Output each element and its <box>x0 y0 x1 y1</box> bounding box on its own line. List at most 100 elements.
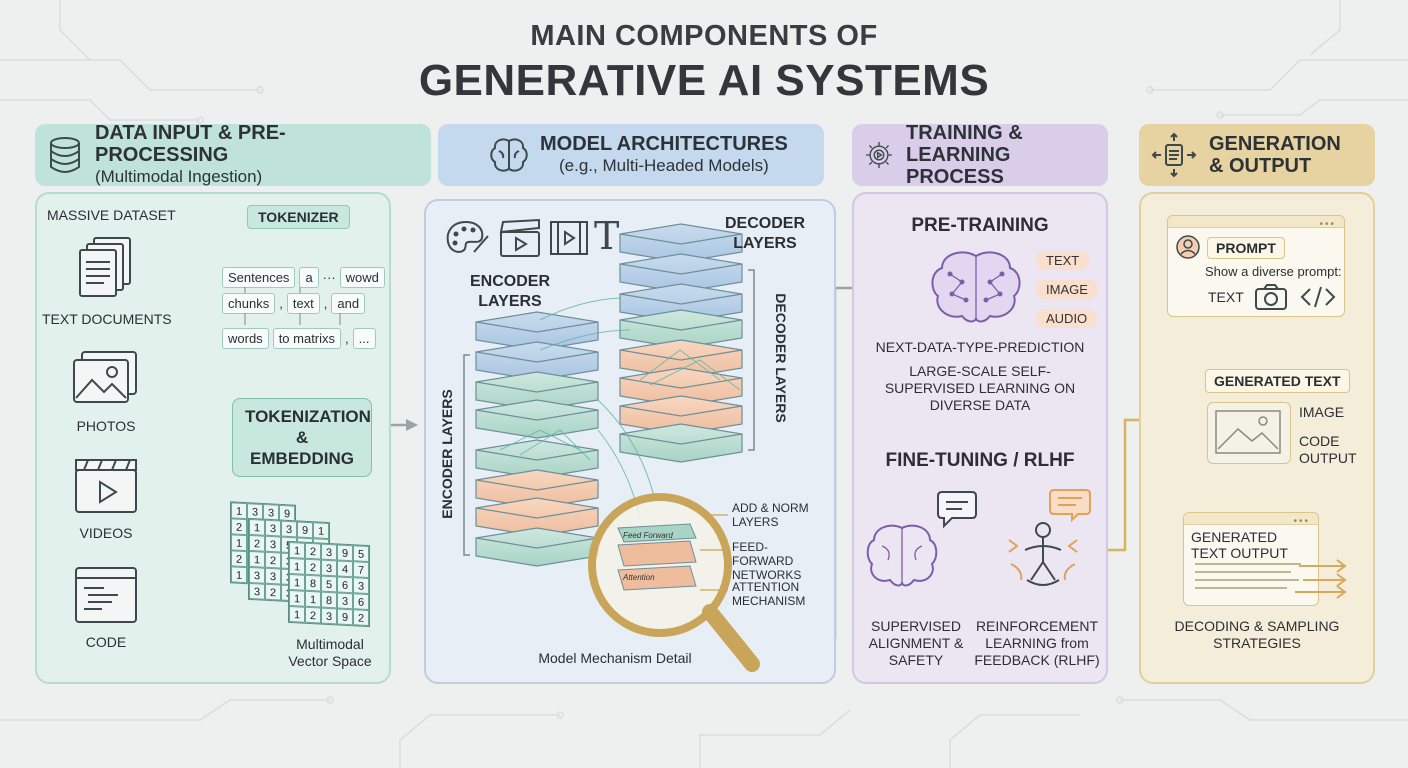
matrix-cell: 3 <box>249 582 265 600</box>
token-sep: , <box>279 296 283 311</box>
model-subtitle: (e.g., Multi-Headed Models) <box>559 156 769 175</box>
feed-forward-label: FEED-FORWARD NETWORKS <box>732 540 802 582</box>
image-output-frame <box>1207 402 1291 464</box>
decoder-layer-edge <box>619 433 743 445</box>
source-videos: VIDEOS <box>79 525 133 541</box>
decoder-layer-edge <box>619 405 743 417</box>
rlhf-label: REINFORCEMENT LEARNING from FEEDBACK (RL… <box>974 618 1100 668</box>
encoder-layer-edge <box>475 537 599 549</box>
model-title: MODEL ARCHITECTURES <box>540 133 788 155</box>
encoder-layer <box>475 497 599 537</box>
token-sep: , <box>323 296 328 311</box>
encoder-layer-edge <box>475 409 599 421</box>
token-chip: and <box>331 293 366 314</box>
decoder-layer <box>619 309 743 349</box>
token-sep: , <box>345 331 349 346</box>
generated-text-label: GENERATED TEXT <box>1205 369 1350 393</box>
window-dots: ••• <box>1293 516 1310 527</box>
vector-space-label: Multimodal Vector Space <box>288 636 372 669</box>
matrix-cell: 3 <box>281 520 297 538</box>
tokenization-embedding-box: TOKENIZATION & EMBEDDING <box>232 398 372 477</box>
matrix-cell: 1 <box>289 589 305 607</box>
matrix-cell: 3 <box>265 519 281 537</box>
data-input-title: DATA INPUT & PRE-PROCESSING <box>94 122 286 166</box>
matrix-cell: 1 <box>289 573 305 591</box>
user-avatar-icon <box>1176 235 1200 259</box>
move-arrows-icon <box>1151 132 1197 178</box>
matrix-cell: 6 <box>353 593 369 611</box>
matrix-cell: 1 <box>231 566 247 584</box>
source-photos: PHOTOS <box>76 418 136 434</box>
pretraining-description: LARGE-SCALE SELF-SUPERVISED LEARNING ON … <box>884 363 1076 413</box>
window-dots: ••• <box>1319 219 1336 230</box>
brain-icon <box>490 138 528 172</box>
feedback-bubble-icon <box>1049 489 1091 523</box>
encoder-layer <box>475 399 599 439</box>
documents-icon <box>79 237 131 297</box>
supervised-brain-icon <box>866 524 938 587</box>
code-output-label: CODE OUTPUT <box>1299 433 1357 466</box>
text-output-window: ••• <box>1183 512 1319 606</box>
decoding-strategies-label: DECODING & SAMPLING STRATEGIES <box>1174 618 1340 651</box>
output-window-bar <box>1184 513 1318 525</box>
modality-image: IMAGE <box>1036 280 1098 299</box>
matrix-cell: 3 <box>353 577 369 595</box>
decoder-layer-edge <box>619 319 743 331</box>
chat-bubble-icon <box>937 491 977 529</box>
finetuning-label: FINE-TUNING / RLHF <box>885 450 1075 471</box>
prompt-window-bar <box>1168 216 1344 228</box>
matrix-cell: 1 <box>249 550 265 568</box>
decoder-layer <box>619 367 743 407</box>
training-title: TRAINING & LEARNING PROCESS <box>906 122 1023 188</box>
matrix-cell: 1 <box>289 557 305 575</box>
encoder-side-label: ENCODER LAYERS <box>439 389 455 519</box>
decoder-side-label: DECODER LAYERS <box>773 293 789 423</box>
decoder-layer-edge <box>619 233 743 245</box>
matrix-cell: 5 <box>353 545 369 563</box>
encoder-layer-edge <box>475 479 599 491</box>
matrix-cell: 3 <box>321 559 337 577</box>
matrix-cell: 1 <box>249 518 265 536</box>
pretraining-brain-icon <box>931 251 1021 323</box>
palette-icon <box>446 220 489 253</box>
matrix-cell: 3 <box>321 607 337 625</box>
decoder-layer <box>619 423 743 463</box>
token-chip: chunks <box>222 293 276 314</box>
tokenizer-box: TOKENIZER <box>247 205 350 229</box>
encoder-layers-label: ENCODER LAYERS <box>470 273 551 310</box>
decoder-layer-edge <box>619 263 743 275</box>
generation-header: GENERATION & OUTPUT <box>1139 124 1375 186</box>
decoder-layers-label: DECODER LAYERS <box>725 215 806 252</box>
matrix-cell: 2 <box>231 518 247 536</box>
decoder-layer <box>619 223 743 263</box>
data-input-subtitle: (Multimodal Ingestion) <box>94 167 263 186</box>
decoder-layer <box>619 253 743 293</box>
token-arrows <box>244 287 341 325</box>
matrix-cell: 7 <box>353 561 369 579</box>
dataset-label: MASSIVE DATASET <box>47 207 176 223</box>
generation-title: GENERATION & OUTPUT <box>1209 133 1341 177</box>
matrix-cell: 1 <box>313 522 329 540</box>
gear-play-icon <box>866 142 892 168</box>
training-header: TRAINING & LEARNING PROCESS <box>852 122 1108 188</box>
photos-icon <box>73 351 137 403</box>
prompt-text-label: TEXT <box>1208 289 1244 305</box>
encoder-layer <box>475 527 599 567</box>
encoder-layer <box>475 469 599 509</box>
modality-audio: AUDIO <box>1036 309 1098 328</box>
token-chip: Sentences <box>222 267 296 288</box>
matrix-cell: 8 <box>305 574 321 592</box>
camera-icon <box>1255 284 1287 310</box>
matrix-cell: 2 <box>305 606 321 624</box>
matrix-cell: 2 <box>231 550 247 568</box>
encoder-layer-edge <box>475 507 599 519</box>
matrix-cell: 9 <box>337 544 353 562</box>
supervised-alignment-label: SUPERVISED ALIGNMENT & SAFETY <box>868 618 964 668</box>
data-input-header: DATA INPUT & PRE-PROCESSING (Multimodal … <box>35 122 431 186</box>
image-output-label: IMAGE <box>1299 404 1345 420</box>
film-icon <box>550 221 588 255</box>
rlhf-figure-icon <box>1008 522 1078 586</box>
source-text-documents: TEXT DOCUMENTS <box>42 311 172 327</box>
pretraining-label: PRE-TRAINING <box>911 215 1049 236</box>
